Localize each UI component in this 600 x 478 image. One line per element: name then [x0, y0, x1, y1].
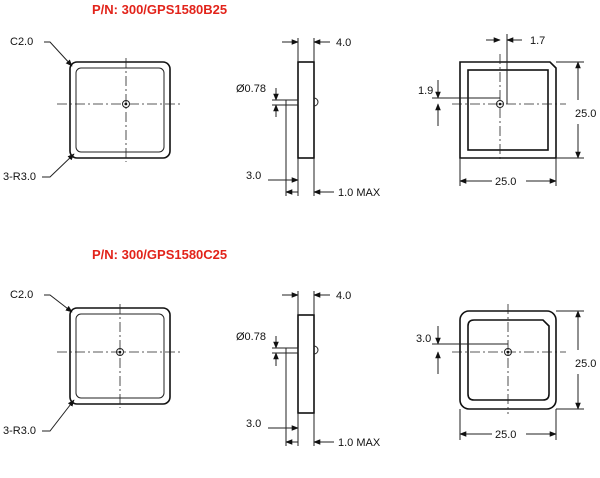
chamfer-label: C2.0 — [10, 289, 33, 301]
pin-length-label: 1.0 MAX — [338, 437, 381, 449]
side-view-b25: 4.0 Ø0.78 3.0 1.0 MAX — [236, 37, 381, 199]
part-number-c25: P/N: 300/GPS1580C25 — [92, 247, 227, 262]
bottom-view-b25: 1.7 1.9 25.0 25.0 — [418, 34, 596, 188]
feed-y-label: 3.0 — [416, 333, 431, 345]
radius-label: 3-R3.0 — [3, 425, 36, 437]
chamfer-label: C2.0 — [10, 36, 33, 48]
ground-inner — [467, 69, 549, 151]
ground-outline — [459, 61, 557, 159]
side-view-c25: 4.0 Ø0.78 3.0 1.0 MAX — [236, 290, 381, 449]
top-view-c25: C2.0 3-R3.0 — [3, 289, 182, 437]
feed-pin-mark — [122, 100, 130, 108]
pin-offset-label: 3.0 — [246, 418, 261, 430]
pin-diameter-label: Ø0.78 — [236, 331, 266, 343]
thickness-label: 4.0 — [336, 290, 351, 302]
feed-y-label: 1.9 — [418, 85, 433, 97]
part-c25: P/N: 300/GPS1580C25 C2.0 3-R3.0 4.0 — [3, 247, 596, 449]
height-label: 25.0 — [575, 108, 596, 120]
feed-x-label: 1.7 — [530, 35, 545, 47]
width-label: 25.0 — [495, 429, 516, 441]
height-label: 25.0 — [575, 358, 596, 370]
patch-inner — [75, 67, 165, 153]
pin-diameter-label: Ø0.78 — [236, 83, 266, 95]
feed-pin — [285, 99, 299, 106]
pin-offset-label: 3.0 — [246, 170, 261, 182]
part-number-b25: P/N: 300/GPS1580B25 — [92, 2, 227, 17]
side-body — [297, 61, 315, 159]
width-label: 25.0 — [495, 176, 516, 188]
top-view-b25: C2.0 3-R3.0 — [3, 36, 182, 183]
radius-label: 3-R3.0 — [3, 171, 36, 183]
pin-length-label: 1.0 MAX — [338, 187, 381, 199]
patch-outline — [69, 61, 171, 159]
part-b25: P/N: 300/GPS1580B25 C2.0 3-R3.0 4.0 — [3, 2, 596, 199]
bottom-view-c25: 3.0 25.0 25.0 — [416, 304, 596, 441]
thickness-label: 4.0 — [336, 37, 351, 49]
